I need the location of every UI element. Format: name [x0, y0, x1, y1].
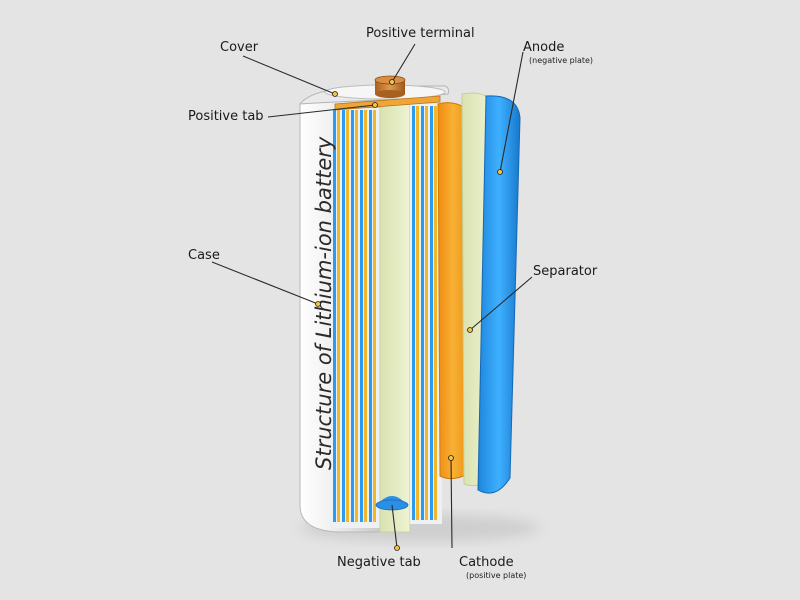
label-negative-tab: Negative tab: [337, 555, 421, 570]
label-anode: Anode: [523, 40, 565, 55]
core-separator: [379, 103, 411, 533]
right-layer-stripes: [412, 106, 437, 520]
label-cover: Cover: [220, 40, 259, 55]
left-layer-stripes: [333, 110, 376, 522]
positive-terminal: [374, 75, 406, 98]
label-positive-terminal: Positive terminal: [366, 26, 475, 41]
anode-sheet: [477, 95, 521, 494]
label-case: Case: [188, 248, 220, 263]
label-cathode-note: (positive plate): [466, 571, 527, 580]
label-cathode: Cathode: [459, 555, 514, 570]
leader-dots: [315, 79, 503, 551]
label-positive-tab: Positive tab: [188, 109, 264, 124]
leader-lines: [211, 43, 533, 549]
label-separator: Separator: [533, 264, 598, 279]
label-anode-note: (negative plate): [529, 56, 594, 65]
